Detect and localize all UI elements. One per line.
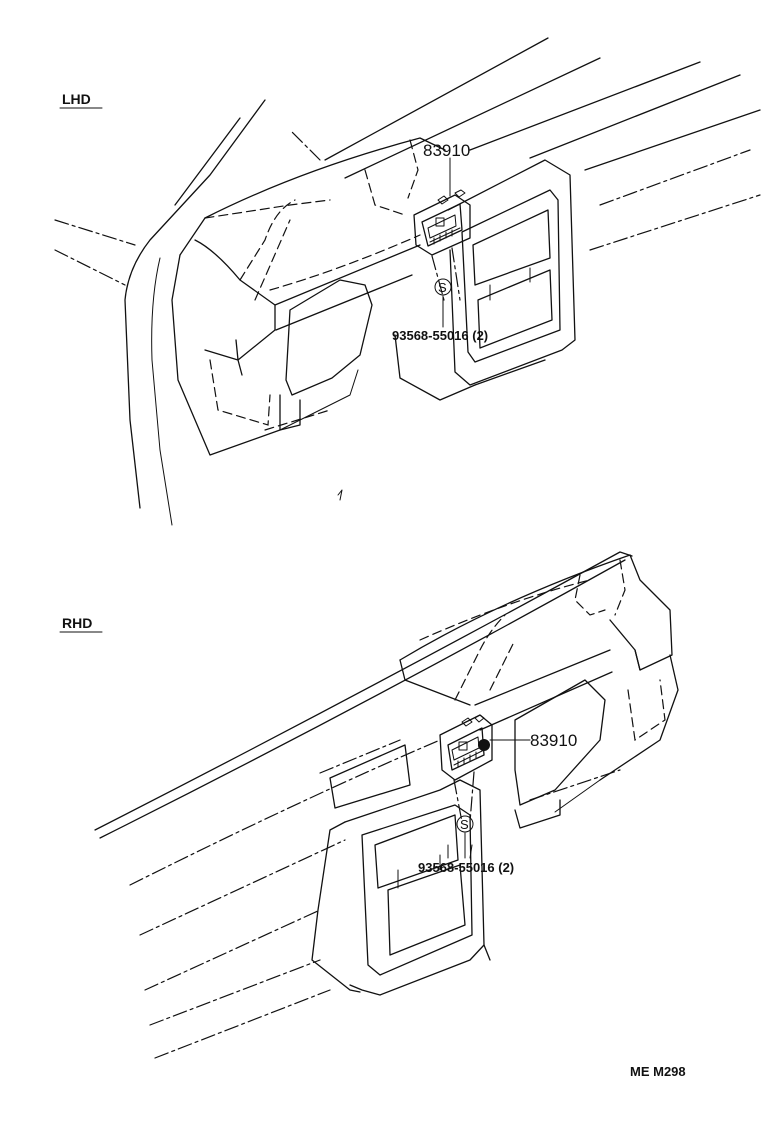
lhd-dash-line-b	[589, 194, 761, 251]
lhd-meter-opening	[285, 279, 373, 396]
rhd-part-label[interactable]: 83910	[530, 731, 577, 750]
rhd-dash-line-f	[529, 769, 621, 801]
lhd-dash-front-mid	[275, 274, 413, 331]
rhd-dash-right-inner	[609, 619, 641, 671]
rhd-dash-bottom	[554, 779, 601, 813]
rhd-console-right	[483, 944, 491, 961]
rhd-hood-dash	[419, 579, 591, 641]
lhd-center-panel-lower-box	[477, 269, 553, 349]
rhd-screw-axis-1	[453, 779, 463, 823]
rhd-dash-front-top	[474, 649, 611, 706]
lhd-screw-axis-1	[431, 255, 445, 301]
rhd-dash-right-panel	[627, 679, 666, 742]
lhd-dash-front-dash	[269, 234, 421, 291]
rhd-screw-label[interactable]: 93568-55016 (2)	[418, 860, 514, 875]
rhd-meter-opening	[514, 679, 606, 806]
rhd-meter-hood-dash-2	[489, 639, 516, 691]
lhd-dash-left-edge	[179, 217, 206, 256]
lhd-windshield-line-1	[324, 37, 549, 161]
lhd-dash-line-c	[289, 129, 321, 161]
rhd-component-83910[interactable]	[439, 714, 493, 781]
rhd-center-panel-upper-box	[374, 814, 459, 889]
lhd-dash-bottom	[279, 369, 359, 431]
lhd-screw-axis-2	[451, 247, 461, 301]
lhd-windshield-line-5	[584, 109, 761, 171]
lhd-screw-label[interactable]: 93568-55016 (2)	[392, 328, 488, 343]
rhd-dash-line-c	[144, 909, 321, 991]
rhd-dash-top	[399, 554, 631, 661]
rhd-center-panel-outer	[344, 779, 485, 996]
lhd-dash-left-end	[194, 239, 276, 361]
lhd-hood-dash	[204, 199, 331, 219]
rhd-windshield-line-2	[99, 559, 626, 839]
rhd-screw-symbol[interactable]: S	[456, 815, 474, 833]
rhd-right-dash	[574, 574, 606, 616]
lhd-screw-symbol[interactable]: S	[434, 278, 452, 296]
lhd-door-line-1	[54, 219, 136, 246]
rhd-center-panel-lower-box	[387, 864, 466, 956]
lhd-stray-mark	[337, 489, 343, 501]
lhd-component-83910[interactable]	[413, 189, 471, 256]
lhd-a-pillar-inner	[174, 117, 241, 206]
lhd-door-line-2	[54, 249, 126, 286]
lhd-windshield-line-4	[529, 74, 741, 159]
rhd-dash-line-d	[149, 959, 321, 1026]
rhd-dash-left-top	[399, 659, 471, 706]
rhd-heading: RHD	[62, 615, 92, 631]
lhd-a-pillar-outer	[124, 99, 266, 509]
lhd-dash-left-lower	[204, 349, 243, 376]
svg-text:S: S	[438, 280, 447, 295]
lhd-meter-hood-dash-1	[239, 199, 296, 281]
rhd-console-left	[311, 821, 361, 993]
lhd-dash-front-top	[274, 244, 421, 306]
figure-code: ME M298	[630, 1064, 686, 1079]
lhd-column-opening	[279, 394, 301, 431]
lhd-dash-left-panel	[209, 359, 271, 426]
rhd-left-vent	[329, 744, 411, 809]
lhd-meter-hood-dash-2	[254, 219, 291, 301]
lhd-center-dash-2	[407, 139, 419, 199]
rhd-dash-right-body	[599, 654, 679, 781]
lhd-center-panel-inner	[461, 189, 561, 363]
lhd-console-lower	[394, 334, 476, 401]
rhd-center-panel-inner	[361, 804, 473, 976]
rhd-right-dash-2	[614, 559, 626, 616]
lhd-section: LHD	[54, 37, 761, 526]
rhd-section: RHD	[59, 551, 679, 1059]
svg-text:S: S	[460, 817, 469, 832]
lhd-dash-left-body	[171, 254, 281, 456]
rhd-screw-axis-2	[469, 771, 475, 823]
lhd-dash-line-a	[599, 149, 751, 206]
rhd-dash-line-e	[154, 989, 331, 1059]
lhd-center-dash	[364, 169, 406, 216]
lhd-windshield-line-2	[344, 57, 601, 179]
lhd-center-panel-outer	[447, 159, 576, 386]
lhd-windshield-line-3	[469, 61, 701, 151]
rhd-dash-front-mid	[479, 671, 613, 731]
rhd-column-opening	[514, 799, 561, 829]
rhd-left-vent-dash	[319, 739, 401, 774]
rhd-dash-line-b	[139, 839, 346, 936]
rhd-screw-leader-2	[447, 844, 473, 859]
lhd-pillar-rear	[151, 257, 173, 526]
rhd-dash-line-a	[129, 739, 441, 886]
lhd-console-bottom	[474, 359, 546, 386]
lhd-heading: LHD	[62, 91, 91, 107]
rhd-windshield-line-1	[94, 551, 633, 831]
lhd-center-panel-upper-box	[472, 209, 551, 286]
lhd-dash-top	[204, 137, 446, 219]
lhd-dash-bottom-dash	[264, 409, 331, 431]
lhd-part-label[interactable]: 83910	[423, 141, 470, 160]
rhd-meter-hood-dash-1	[454, 614, 506, 701]
